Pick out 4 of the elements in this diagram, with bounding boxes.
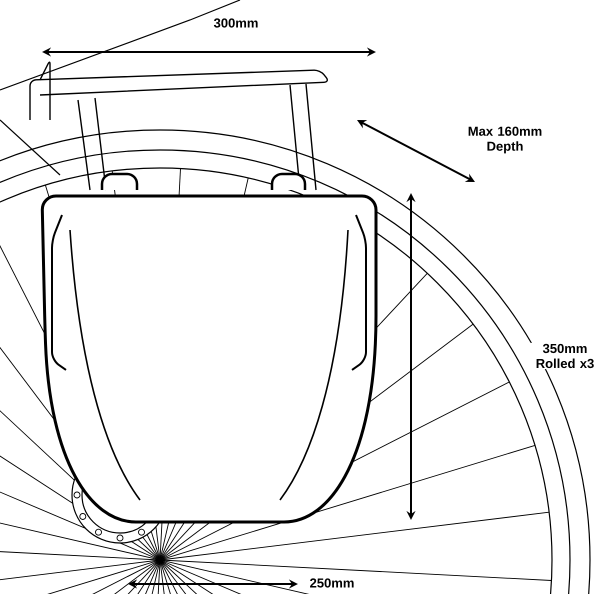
dimension-label: 300mm <box>212 17 260 29</box>
dimension-label: 250mm <box>308 577 356 589</box>
dimension-label: Max 160mm Depth <box>459 126 551 154</box>
dimension-label: 350mm Rolled x3 <box>524 342 606 370</box>
